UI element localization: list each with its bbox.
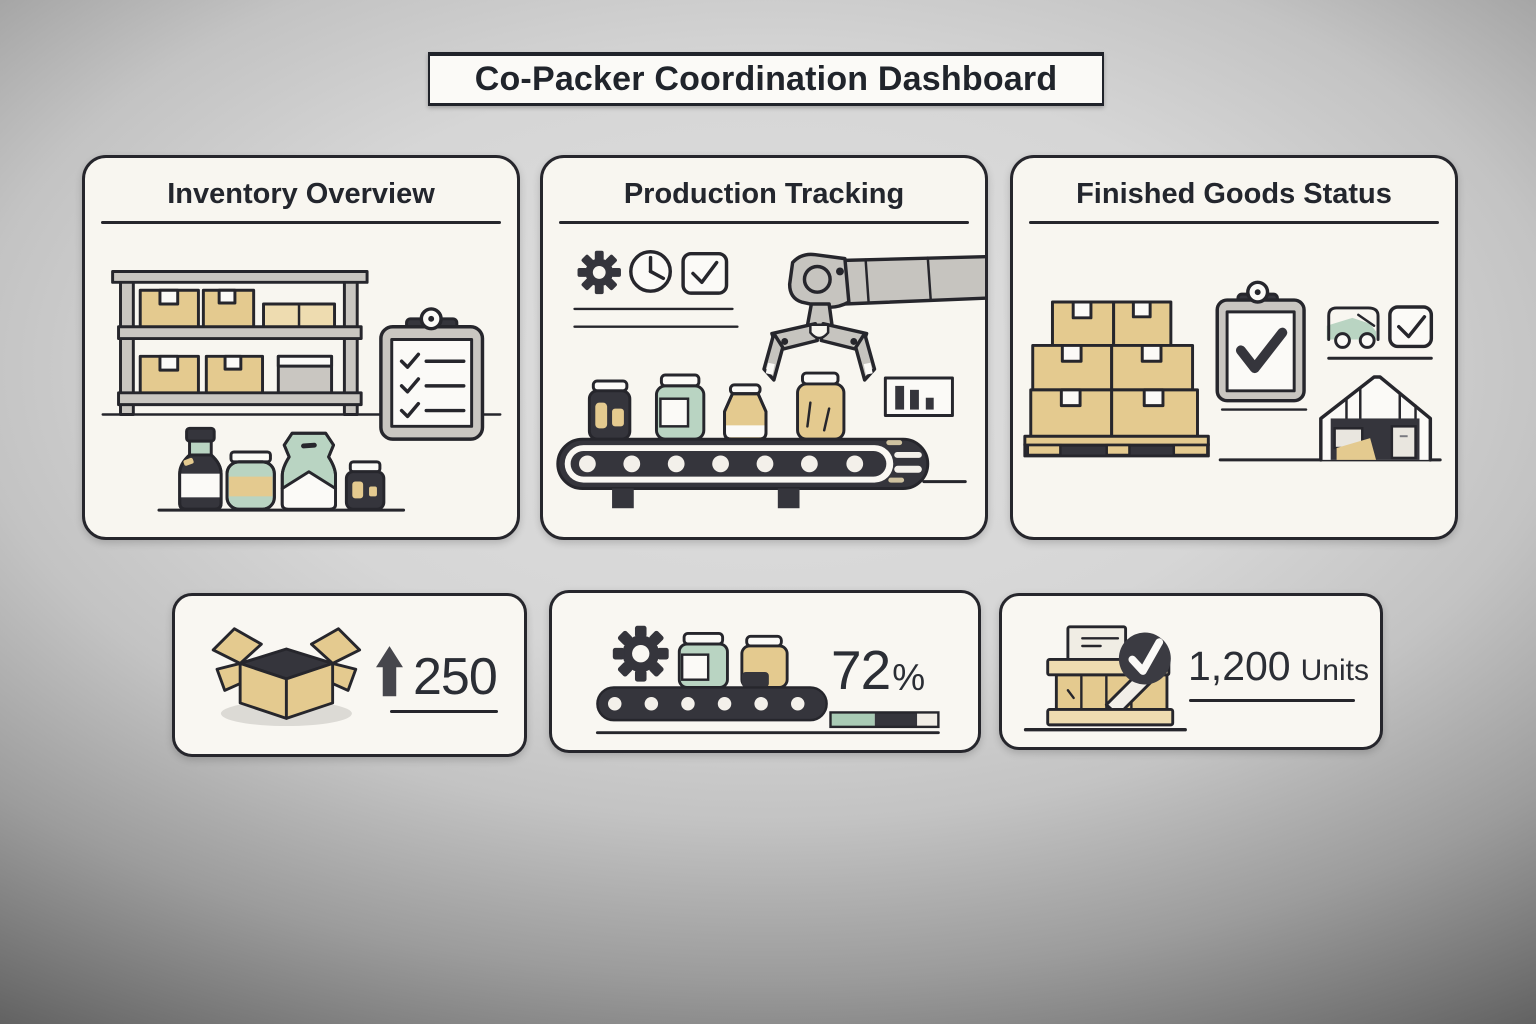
truck-icon — [1326, 306, 1380, 349]
belt-end-cap — [886, 440, 922, 483]
open-box-icon — [211, 627, 403, 727]
small-jar-icon — [344, 460, 386, 511]
bar-chart-icon — [883, 376, 954, 417]
jar-icon — [225, 450, 276, 511]
panel-production-tracking: Production Tracking — [540, 155, 988, 540]
shelf-boxes-bottom — [138, 354, 334, 396]
belt-jars — [587, 371, 846, 441]
crate-check-icon — [1023, 625, 1187, 732]
panel-finished-goods: Finished Goods Status — [1010, 155, 1458, 540]
incoming-count: 250 — [413, 648, 498, 706]
product-bottles-icon — [157, 426, 406, 512]
pallet-boxes-icon — [1023, 300, 1210, 458]
gear-icon — [577, 250, 621, 295]
progress-suffix: % — [892, 657, 926, 698]
belt-leg — [612, 488, 634, 509]
production-illustration — [556, 249, 985, 509]
clock-icon — [629, 249, 672, 293]
checkbox-icon — [1388, 305, 1434, 349]
finished-units-count: 1,200 Units — [1188, 646, 1369, 687]
gear-icon — [612, 625, 669, 682]
belt-leg — [777, 488, 800, 509]
conveyor-belt-icon — [596, 686, 828, 722]
stat-card-production-progress: 72 % — [549, 590, 981, 753]
progress-percent: 72 % — [831, 643, 925, 698]
checklist-clipboard-icon — [379, 307, 485, 441]
carton-icon — [280, 431, 337, 511]
panel-production-title: Production Tracking — [623, 178, 905, 210]
panel-finished-rule — [1029, 221, 1439, 225]
warehouse-icon — [1319, 375, 1433, 462]
dark-jar-icon — [587, 379, 632, 441]
conveyor-gear-icon — [595, 625, 940, 735]
stat-underline — [390, 710, 498, 713]
belt-rollers — [579, 455, 864, 473]
bottle-icon — [723, 383, 768, 441]
panel-finished-title: Finished Goods Status — [1076, 178, 1392, 210]
tan-jar-icon — [796, 371, 846, 441]
stat-card-incoming-boxes: 250 — [172, 593, 527, 757]
finished-goods-illustration — [1023, 280, 1442, 462]
mint-jar-icon — [677, 632, 729, 689]
pallet-icon — [1023, 434, 1210, 458]
progress-bar — [829, 711, 940, 729]
check-clipboard-icon — [1215, 280, 1308, 411]
progress-value: 72 — [831, 639, 891, 701]
warehouse-shelf-icon — [111, 270, 369, 416]
stat-card-finished-units: 1,200 Units — [999, 593, 1383, 750]
robotic-arm-icon — [762, 252, 985, 382]
tan-jar-icon — [740, 634, 789, 689]
checkbox-icon — [681, 251, 729, 295]
bottle-icon — [178, 426, 223, 511]
units-label: Units — [1300, 654, 1369, 687]
page-title: Co-Packer Coordination Dashboard — [474, 60, 1058, 98]
mint-jar-icon — [654, 373, 706, 441]
conveyor-belt-icon — [556, 437, 967, 509]
checklist-rows — [399, 352, 466, 419]
stat-underline — [1189, 699, 1355, 702]
panel-inventory-title: Inventory Overview — [167, 178, 435, 210]
inventory-illustration — [101, 270, 502, 512]
panel-inventory-rule — [101, 221, 501, 225]
up-arrow-icon — [375, 646, 403, 697]
panel-production-rule — [559, 221, 969, 225]
units-value: 1,200 — [1188, 643, 1291, 689]
dashboard-title-bar: Co-Packer Coordination Dashboard — [428, 52, 1104, 106]
shelf-boxes-top — [138, 288, 337, 330]
panel-inventory-overview: Inventory Overview — [82, 155, 520, 540]
check-badge-icon — [1118, 632, 1171, 685]
